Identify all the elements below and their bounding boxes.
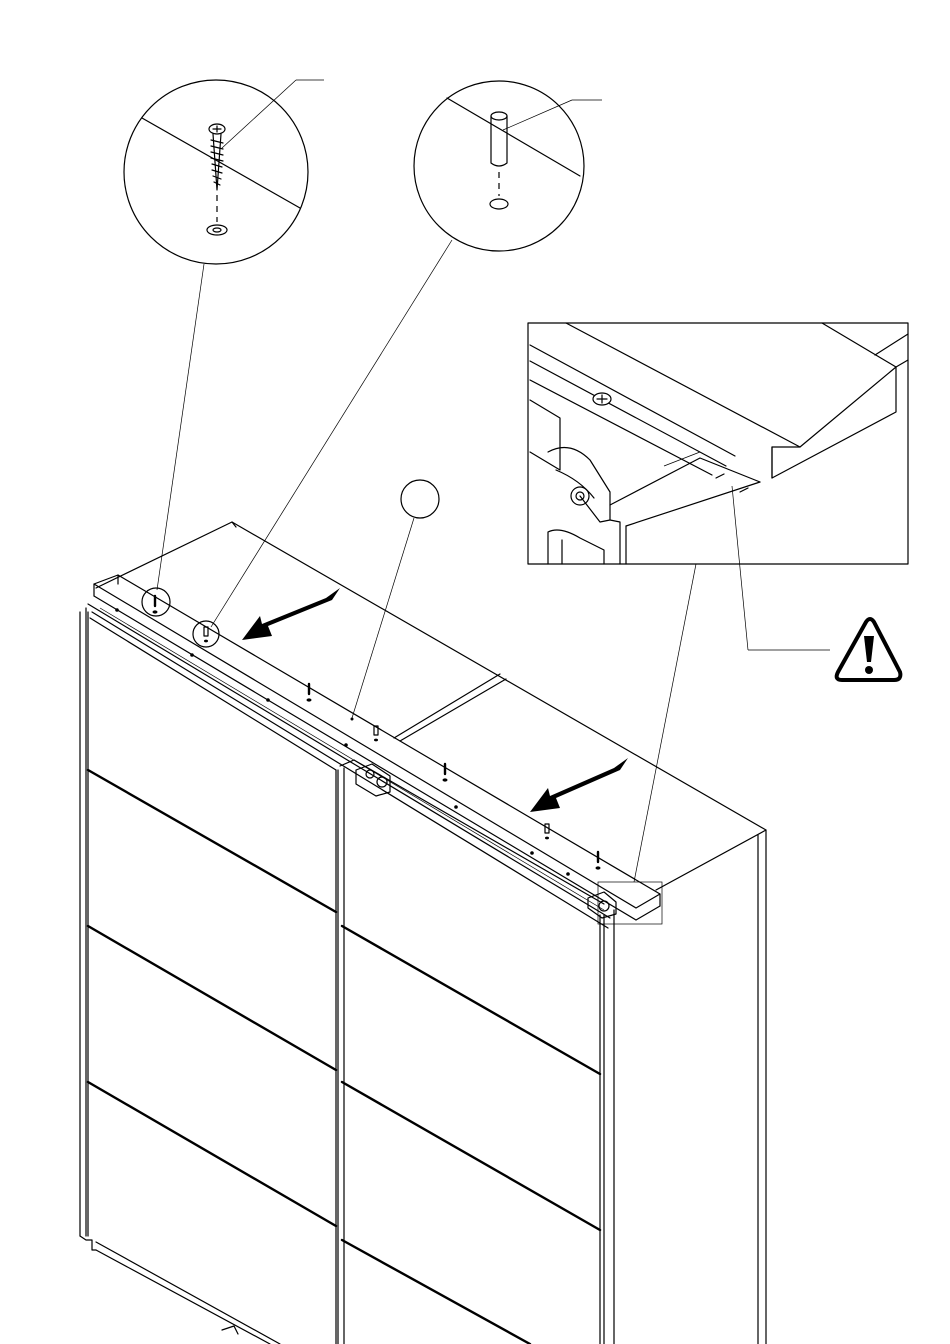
rail-end-detail-callout: [528, 323, 908, 564]
dowel-detail-callout: [414, 81, 602, 251]
screw-detail-callout: [124, 80, 324, 264]
push-arrow-left: [242, 588, 340, 640]
screw-marker-4: [596, 852, 601, 870]
dowel-marker-2: [374, 726, 378, 741]
top-rail: [88, 575, 660, 928]
wardrobe-carcass: [80, 522, 766, 1344]
dowel-marker-1: [204, 627, 208, 642]
bottom-guide: [222, 1326, 238, 1334]
wooden-dowel-icon: [491, 112, 507, 166]
push-arrow-right: [530, 758, 628, 812]
screw-marker-1: [153, 596, 158, 614]
left-door: [88, 612, 336, 1344]
dowel-marker-3: [545, 824, 549, 839]
exclamation-triangle-icon: [837, 619, 901, 680]
